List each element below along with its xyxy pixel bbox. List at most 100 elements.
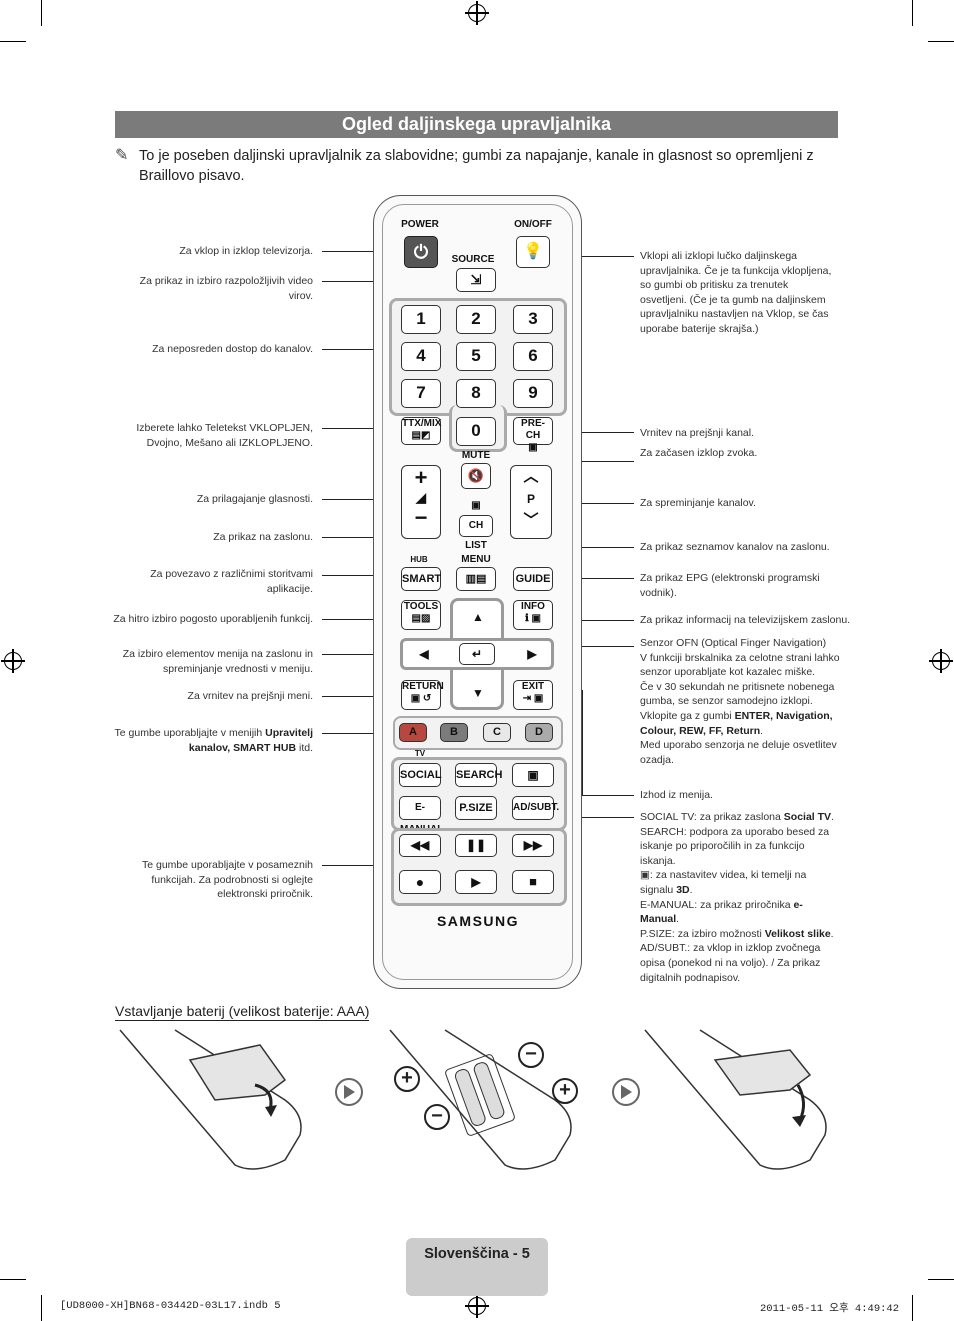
return-button[interactable]: RETURN▣ ↺ bbox=[401, 680, 444, 710]
minus-icon: − bbox=[518, 1042, 544, 1068]
label-chlist: Za prikaz seznamov kanalov na zaslonu. bbox=[640, 541, 830, 553]
mute-icon: 🔇 bbox=[467, 468, 485, 483]
battery-illustration-2 bbox=[389, 1029, 572, 1170]
label-tools: Za hitro izbiro pogosto uporabljenih fun… bbox=[113, 613, 313, 625]
info-icon: ℹ ▣ bbox=[524, 613, 542, 624]
chlist-icon: ▣ bbox=[471, 500, 481, 511]
label-volume: Za prilagajanje glasnosti. bbox=[196, 493, 313, 505]
footer-file-info: [UD8000-XH]BN68-03442D-03L17.indb 5 bbox=[60, 1300, 281, 1312]
ad-subt-button[interactable]: AD/SUBT. bbox=[512, 796, 559, 820]
fast-forward-icon: ▶▶ bbox=[523, 838, 543, 852]
tools-icon: ▤▨ bbox=[411, 613, 431, 624]
pre-ch-button[interactable]: PRE-CH▣ bbox=[513, 417, 553, 453]
ch-list-button[interactable]: CH LIST bbox=[459, 515, 493, 551]
next-step-arrow-icon bbox=[612, 1078, 640, 1106]
tv-caption: TV bbox=[414, 749, 426, 758]
label-power: Za vklop in izklop televizorja. bbox=[179, 245, 313, 257]
prech-icon: ▣ bbox=[528, 442, 538, 453]
label-color-keys: Te gumbe uporabljajte v menijih Upravite… bbox=[114, 727, 313, 754]
plus-icon: + bbox=[552, 1078, 578, 1104]
channel-rocker[interactable]: ︿ P ﹀ bbox=[510, 465, 552, 539]
record-icon: ● bbox=[415, 874, 425, 890]
fast-forward-button[interactable]: ▶▶ bbox=[512, 834, 554, 857]
menu-button[interactable]: ▥▤ bbox=[456, 567, 496, 591]
red-a-button[interactable]: A bbox=[399, 723, 427, 742]
digit-7-button[interactable]: 7 bbox=[401, 379, 441, 408]
nav-down-icon[interactable]: ▼ bbox=[472, 686, 484, 700]
digit-9-button[interactable]: 9 bbox=[513, 379, 553, 408]
exit-button[interactable]: EXIT⇥ ▣ bbox=[513, 680, 553, 710]
p-size-button[interactable]: P.SIZE bbox=[455, 796, 497, 820]
pause-icon: ❚❚ bbox=[465, 838, 487, 852]
blue-d-button[interactable]: D bbox=[525, 723, 553, 742]
source-button[interactable]: ⇲ bbox=[456, 268, 496, 292]
mute-button[interactable]: 🔇 bbox=[461, 463, 491, 489]
return-icon: ▣ ↺ bbox=[410, 693, 432, 704]
green-b-button[interactable]: B bbox=[440, 723, 468, 742]
rewind-button[interactable]: ◀◀ bbox=[399, 834, 441, 857]
label-digits: Za neposreden dostop do kanalov. bbox=[152, 343, 313, 355]
label-info: Za prikaz informacij na televizijskem za… bbox=[640, 614, 851, 626]
footer-timestamp: 2011-05-11 오후 4:49:42 bbox=[760, 1303, 900, 1315]
label-exit: Izhod iz menija. bbox=[640, 789, 713, 801]
yellow-c-button[interactable]: C bbox=[483, 723, 511, 742]
3d-button[interactable]: ▣ bbox=[512, 763, 554, 787]
play-icon: ▶ bbox=[471, 875, 481, 889]
smart-button[interactable]: SMART bbox=[401, 567, 441, 591]
e-manual-button[interactable]: E-MANUAL bbox=[399, 796, 443, 835]
label-smart-keys: SOCIAL TV: za prikaz zaslona Social TV. … bbox=[640, 811, 834, 984]
guide-button[interactable]: GUIDE bbox=[513, 567, 553, 591]
enter-icon: ↵ bbox=[471, 647, 483, 661]
channel-down-icon: ﹀ bbox=[523, 512, 539, 529]
teletext-icon: ▤◩ bbox=[411, 430, 431, 441]
nav-up-icon[interactable]: ▲ bbox=[472, 610, 484, 624]
search-button[interactable]: SEARCH bbox=[455, 763, 502, 787]
digit-2-button[interactable]: 2 bbox=[456, 305, 496, 334]
nav-left-icon[interactable]: ◀ bbox=[419, 647, 429, 661]
digit-6-button[interactable]: 6 bbox=[513, 342, 553, 371]
page-tab bbox=[406, 1238, 548, 1296]
brand-logo: SAMSUNG bbox=[436, 913, 520, 929]
enter-button[interactable]: ↵ bbox=[459, 643, 495, 665]
onoff-button[interactable]: 💡 bbox=[516, 236, 550, 268]
next-step-arrow-icon bbox=[335, 1078, 363, 1106]
stop-button[interactable]: ■ bbox=[512, 870, 554, 894]
note-text: To je poseben daljinski upravljalnik za … bbox=[139, 148, 814, 184]
social-tv-button[interactable]: SOCIAL bbox=[399, 763, 442, 787]
tools-button[interactable]: TOOLS▤▨ bbox=[401, 600, 441, 630]
registration-mark-icon bbox=[465, 1294, 489, 1318]
menu-icon: ▥▤ bbox=[465, 573, 487, 585]
source-caption: SOURCE bbox=[451, 254, 495, 265]
digit-4-button[interactable]: 4 bbox=[401, 342, 441, 371]
digit-5-button[interactable]: 5 bbox=[456, 342, 496, 371]
volume-rocker[interactable]: + ◢ − bbox=[401, 465, 441, 539]
label-playback: Te gumbe uporabljajte v posameznih funkc… bbox=[141, 859, 313, 900]
exit-icon: ⇥ ▣ bbox=[522, 693, 544, 704]
digit-8-button[interactable]: 8 bbox=[456, 379, 496, 408]
digit-3-button[interactable]: 3 bbox=[513, 305, 553, 334]
registration-mark-icon bbox=[929, 649, 953, 673]
play-button[interactable]: ▶ bbox=[455, 870, 497, 894]
digit-0-button[interactable]: 0 bbox=[456, 417, 496, 446]
ttx-mix-button[interactable]: TTX/MIX▤◩ bbox=[401, 417, 441, 445]
source-icon: ⇲ bbox=[470, 272, 482, 287]
label-ttx: Izberete lahko Teletekst VKLOPLJEN, Dvoj… bbox=[136, 422, 313, 449]
battery-illustration-1 bbox=[119, 1029, 302, 1170]
label-prech: Vrnitev na prejšnji kanal. bbox=[640, 427, 755, 439]
mute-caption: MUTE bbox=[461, 450, 491, 461]
label-menu: Za prikaz na zaslonu. bbox=[213, 531, 313, 543]
nav-right-icon[interactable]: ▶ bbox=[527, 647, 537, 661]
digit-1-button[interactable]: 1 bbox=[401, 305, 441, 334]
pause-button[interactable]: ❚❚ bbox=[455, 834, 497, 857]
menu-caption: MENU bbox=[461, 554, 491, 565]
light-icon: 💡 bbox=[523, 243, 543, 260]
power-button[interactable]: ⏻ bbox=[404, 236, 438, 268]
3d-icon: ▣ bbox=[640, 869, 650, 882]
power-caption: POWER bbox=[401, 219, 439, 230]
page-title: Ogled daljinskega upravljalnika bbox=[115, 111, 838, 138]
label-navigation: Za izbiro elementov menija na zaslonu in… bbox=[122, 648, 313, 675]
minus-icon: − bbox=[424, 1104, 450, 1130]
record-button[interactable]: ● bbox=[399, 870, 441, 894]
onoff-caption: ON/OFF bbox=[514, 219, 552, 230]
